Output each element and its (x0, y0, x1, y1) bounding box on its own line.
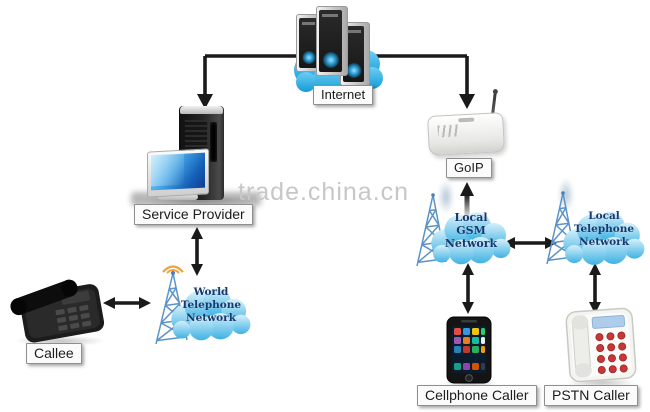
gsm-network-node: Local GSM Network (412, 192, 514, 272)
pstn-caller-label: PSTN Caller (544, 385, 638, 406)
cellphone-caller-label: Cellphone Caller (417, 385, 537, 406)
telephone-network-node: Local Telephone Network (542, 190, 648, 272)
telephone-network-text: Local Telephone Network (573, 210, 635, 248)
service-provider-label: Service Provider (134, 204, 253, 225)
internet-label: Internet (313, 85, 374, 105)
gsm-cloud (431, 212, 511, 265)
callee-phone (6, 274, 110, 346)
telephone-cloud (563, 211, 645, 265)
gsm-network-text: Local GSM Network (444, 211, 498, 250)
server-icon (316, 6, 348, 76)
internet-node (288, 4, 388, 102)
world-network-text: World Telephone Network (180, 286, 242, 324)
goip-label: GoIP (446, 158, 492, 178)
edge-goip-gsm-fading (460, 182, 474, 220)
monitor-stand (158, 194, 198, 200)
service-provider-monitor (147, 148, 209, 198)
world-cloud (171, 288, 251, 341)
world-network-node: World Telephone Network (148, 262, 254, 348)
cellphone-icon (446, 316, 492, 384)
goip-device (427, 112, 505, 156)
pstn-phone-icon (562, 304, 640, 386)
callee-label: Callee (26, 343, 82, 364)
